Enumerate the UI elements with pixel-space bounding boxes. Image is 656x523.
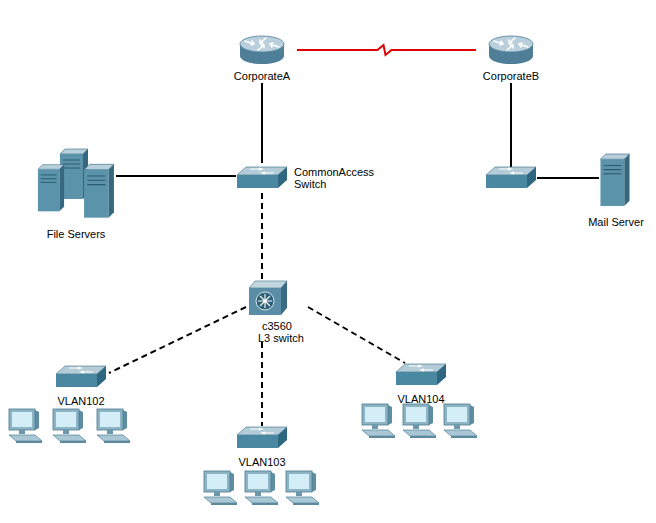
router-device: CorporateA [227, 33, 297, 83]
switch-device: CommonAccess Switch [236, 163, 378, 193]
server-device: Mail Server [585, 153, 647, 231]
router-icon [488, 35, 534, 65]
network-cable [537, 177, 599, 179]
switch-device: VLAN104 [393, 363, 449, 407]
switch-icon [236, 166, 288, 190]
pc-icon [403, 404, 436, 438]
device-label: c3560 L3 switch [258, 320, 306, 344]
pc-icon [362, 404, 395, 438]
pc-icon [9, 409, 42, 443]
trunk-link [109, 307, 246, 373]
pc-icon [204, 471, 237, 505]
trunk-link [308, 307, 405, 363]
ethernet-link [116, 175, 236, 177]
serial-link [297, 45, 476, 55]
ethernet-link [261, 83, 263, 163]
pc-icon [286, 471, 319, 505]
pc-icon [97, 409, 130, 443]
switch-icon [486, 167, 536, 188]
network-cable [510, 83, 512, 167]
switch-device: VLAN102 [53, 365, 109, 409]
device-label: File Servers [36, 228, 116, 240]
trunk-link [261, 193, 263, 280]
server-group: File Servers [36, 146, 116, 244]
pc-icon [245, 471, 278, 505]
router-device: CorporateB [476, 33, 546, 83]
device-label: VLAN102 [53, 395, 109, 407]
device-label: VLAN103 [234, 456, 290, 468]
trunk-link [261, 342, 263, 426]
device-label: CommonAccess Switch [294, 166, 374, 190]
router-icon [239, 35, 285, 65]
device-label: Mail Server [585, 216, 647, 228]
server-icon [599, 153, 631, 207]
servers-icon [37, 146, 115, 222]
switch-device: VLAN103 [234, 426, 290, 470]
switch-icon [236, 426, 288, 450]
device-label: CorporateA [227, 70, 297, 82]
switch-icon [395, 363, 447, 387]
pc-icon [444, 404, 477, 438]
l3-switch-device: c3560 L3 switch [246, 280, 308, 342]
device-label: CorporateB [476, 70, 546, 82]
device-label: VLAN104 [393, 393, 449, 405]
switch-icon [55, 365, 107, 389]
l3switch-icon [248, 280, 288, 316]
pc-icon [53, 409, 86, 443]
